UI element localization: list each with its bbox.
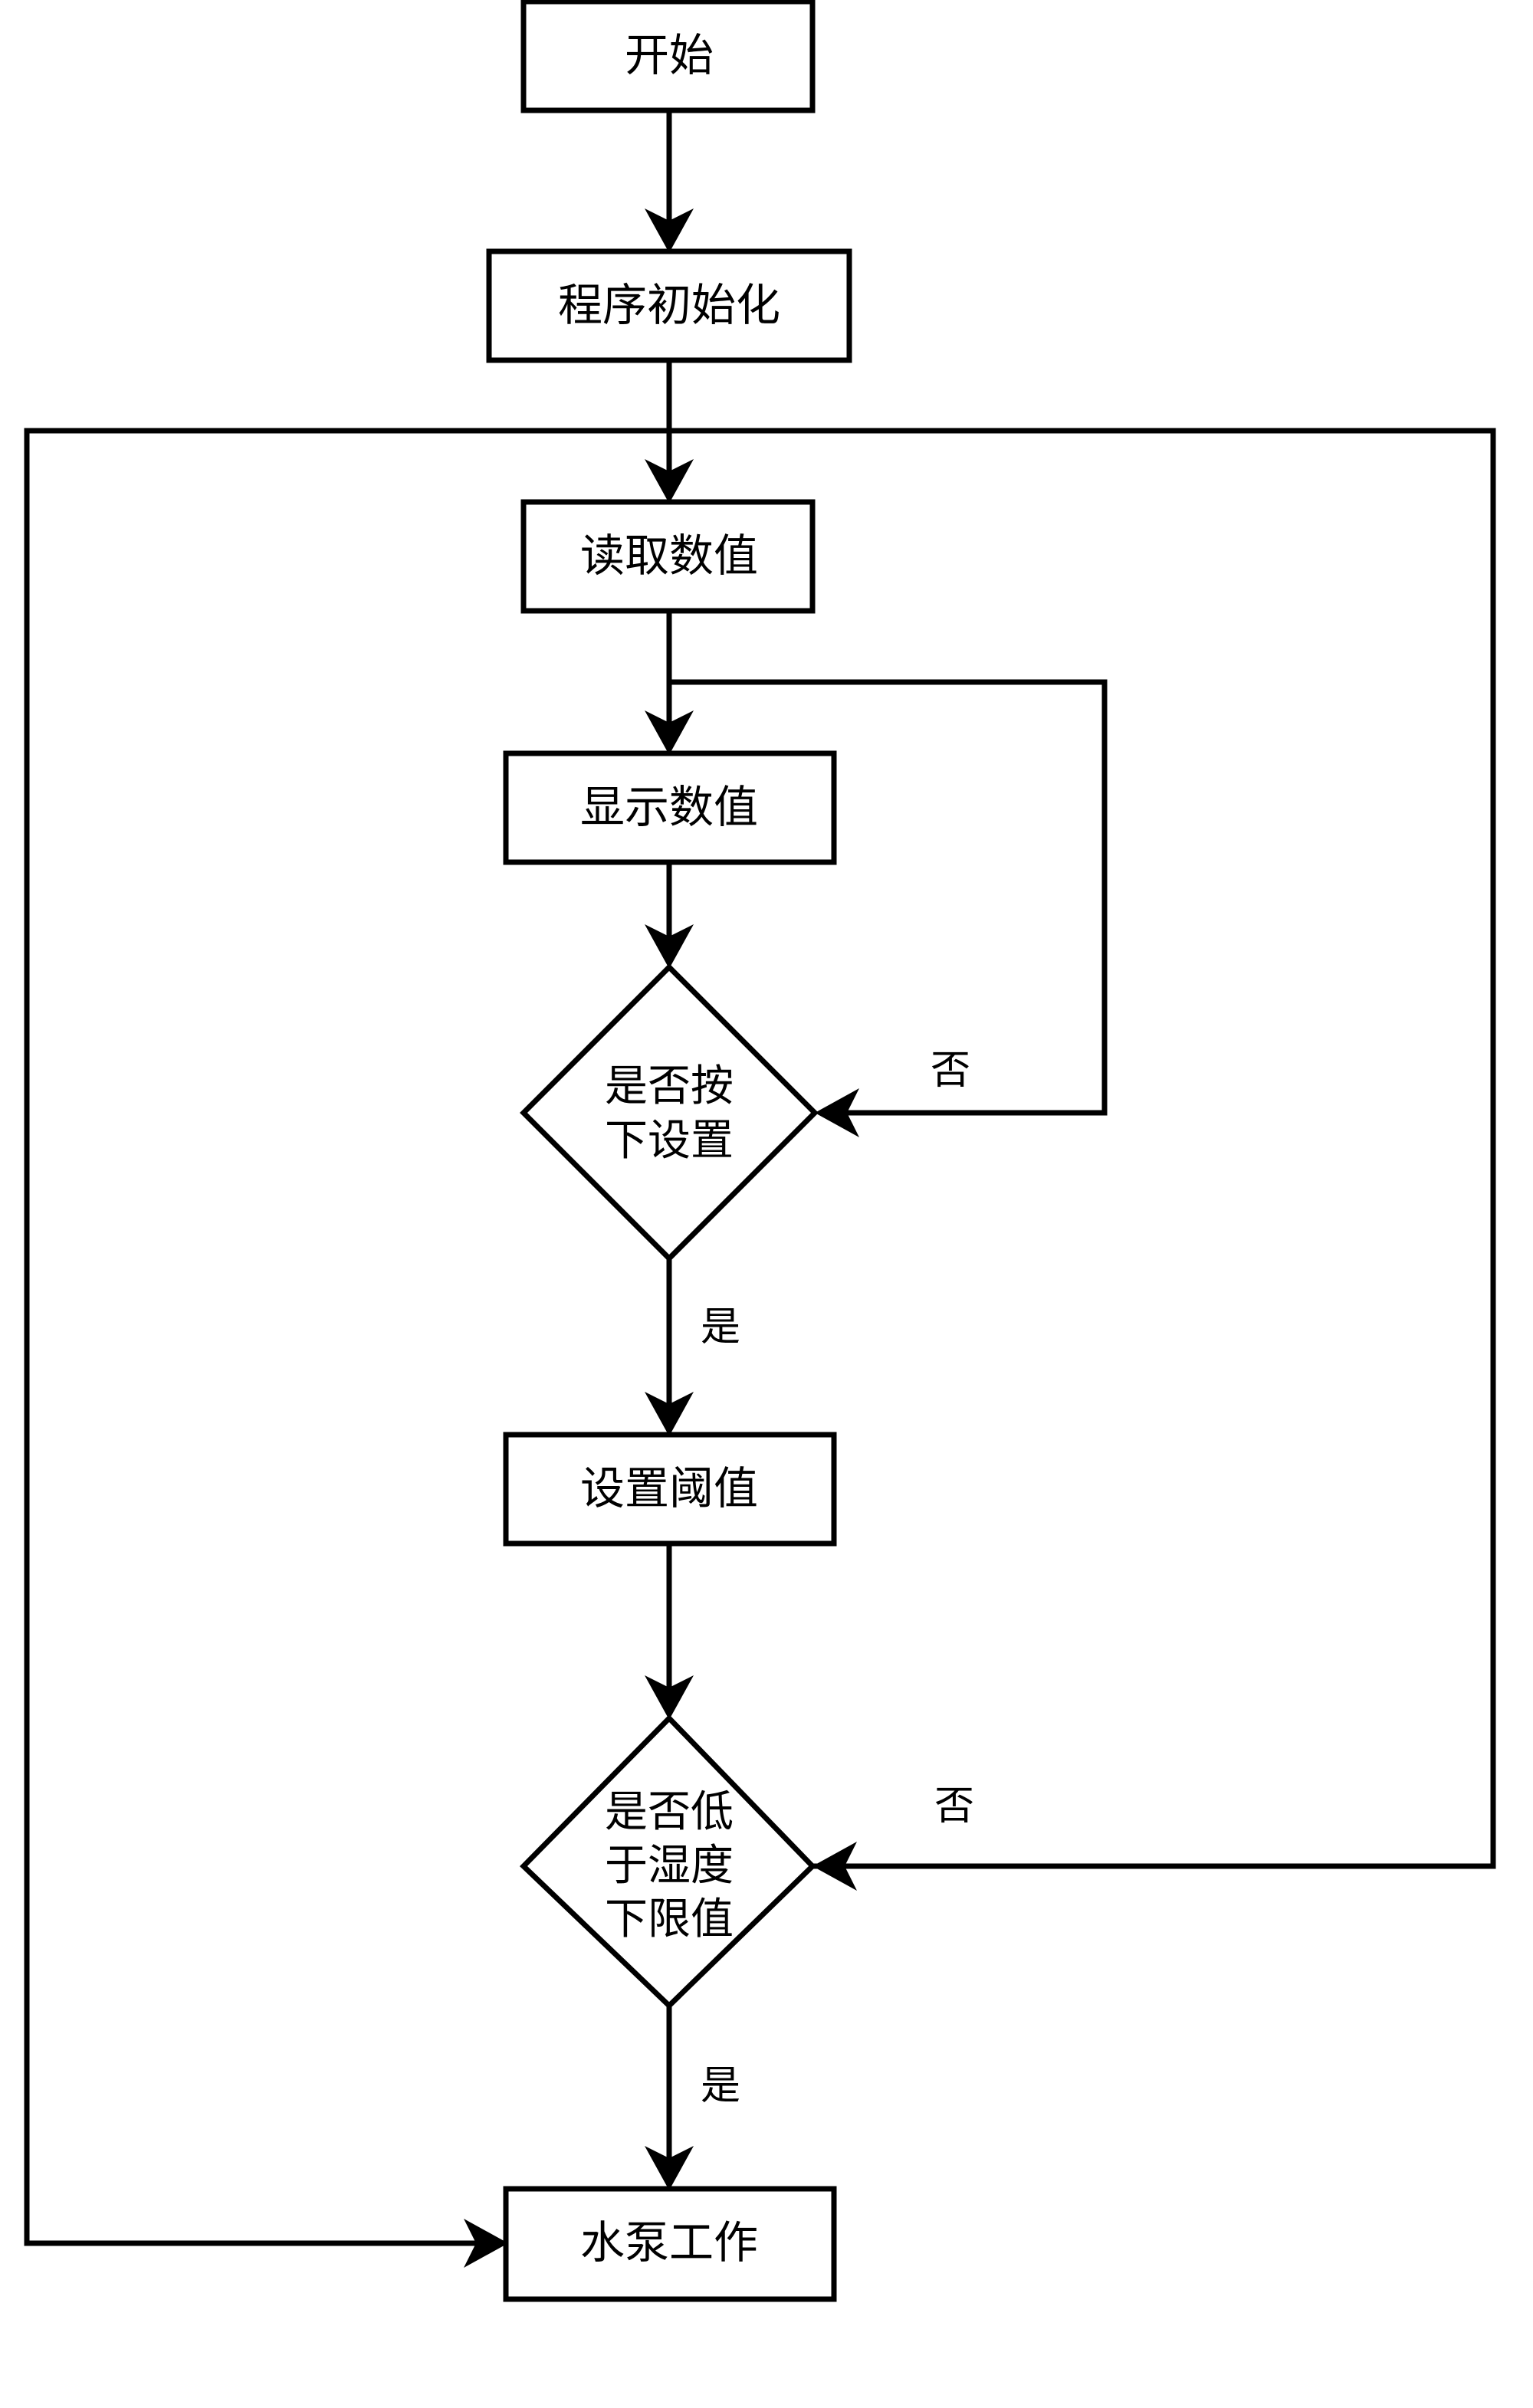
node-set-threshold-label: 设置阈值 (580, 1462, 758, 1514)
edge-label-decision-set-yes: 是 (701, 1304, 740, 1350)
node-decision-below-humidity-min-label-line1: 是否低 (605, 1787, 734, 1837)
arrowhead-decision-hum-yes (645, 2146, 694, 2190)
node-display-value[interactable] (503, 750, 837, 865)
node-pump-work[interactable] (503, 2186, 837, 2302)
arrowhead-decision-hum-no (812, 1842, 857, 1891)
arrowhead-read-to-display (645, 710, 694, 755)
arrowhead-init-to-read (645, 459, 694, 504)
node-decision-below-humidity-min[interactable] (520, 1714, 816, 2009)
node-program-init[interactable] (486, 248, 852, 363)
node-program-init-label: 程序初始化 (558, 279, 780, 331)
node-decision-below-humidity-min-label-line2: 于湿度 (605, 1841, 734, 1891)
arrowhead-decision-set-yes (645, 1392, 694, 1436)
node-set-threshold[interactable] (503, 1432, 837, 1547)
arrowhead-outer-loop-into-pump (464, 2219, 508, 2268)
node-read-value-label: 读取数值 (580, 530, 758, 582)
node-display-value-label: 显示数值 (580, 781, 758, 833)
node-start[interactable] (520, 0, 816, 113)
node-decision-setting-pressed-label-line1: 是否按 (605, 1061, 734, 1111)
edge-label-decision-hum-no: 否 (934, 1783, 974, 1829)
node-decision-setting-pressed[interactable] (520, 963, 819, 1262)
node-start-label: 开始 (625, 29, 714, 81)
edge-label-decision-hum-yes: 是 (701, 2063, 740, 2109)
arrowhead-start-to-init (645, 208, 694, 253)
node-pump-work-label: 水泵工作 (580, 2216, 758, 2269)
node-decision-below-humidity-min-label-line3: 下限值 (605, 1895, 734, 1944)
edge-decision-set-no-to-display (669, 679, 1108, 1116)
node-read-value[interactable] (520, 499, 816, 614)
edge-label-decision-set-no: 否 (931, 1048, 970, 1094)
arrowhead-decision-set-no (815, 1088, 859, 1137)
edge-outer-loop-pump-to-read (24, 428, 1496, 2246)
node-decision-setting-pressed-label-line2: 下设置 (605, 1116, 734, 1166)
arrowhead-display-to-decision-set (645, 924, 694, 969)
arrowhead-set-thresh-to-decision-hum (645, 1675, 694, 1720)
